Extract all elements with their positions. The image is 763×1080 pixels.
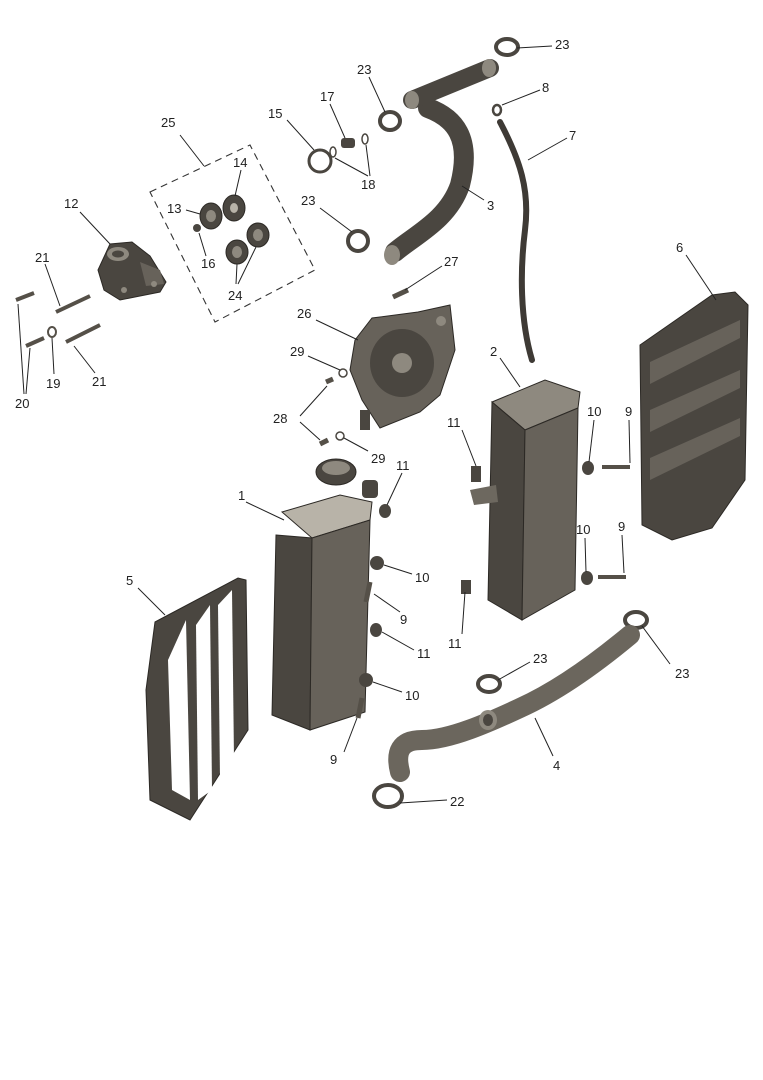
lower-hose-clamp-part xyxy=(372,783,404,809)
callout-4: 4 xyxy=(553,758,560,773)
callout-13: 13 xyxy=(167,201,181,216)
impeller-part xyxy=(199,202,223,230)
impeller-shaft-part xyxy=(222,194,246,222)
callout-17: 17 xyxy=(320,89,334,104)
callout-22: 22 xyxy=(450,794,464,809)
right-radiator-fasteners-part xyxy=(461,461,630,594)
callout-23-top-right: 23 xyxy=(555,37,569,52)
hose-fitting-part xyxy=(329,133,369,158)
leader-lines xyxy=(17,45,717,804)
callout-8: 8 xyxy=(542,80,549,95)
left-radiator-fasteners-part xyxy=(355,504,391,719)
callout-10-left-mid: 10 xyxy=(415,570,429,585)
left-radiator-louver-part xyxy=(145,577,249,821)
callout-23-right: 23 xyxy=(675,666,689,681)
callout-11-right-top: 11 xyxy=(447,415,461,430)
callout-2: 2 xyxy=(490,344,497,359)
lower-radiator-hose-part xyxy=(388,625,640,782)
water-pump-kit-group-outline xyxy=(149,144,316,323)
callout-12: 12 xyxy=(64,196,78,211)
callout-5: 5 xyxy=(126,573,133,588)
callout-7: 7 xyxy=(569,128,576,143)
callout-3: 3 xyxy=(487,198,494,213)
callout-23-mid: 23 xyxy=(301,193,315,208)
callout-9-right-bottom: 9 xyxy=(618,519,625,534)
left-radiator-part xyxy=(271,458,378,731)
callout-14: 14 xyxy=(233,155,247,170)
callout-28: 28 xyxy=(273,411,287,426)
callout-1: 1 xyxy=(238,488,245,503)
right-radiator-louver-part xyxy=(639,291,749,541)
callout-29-top: 29 xyxy=(290,344,304,359)
callout-21-bottom: 21 xyxy=(92,374,106,389)
callout-23-top-left: 23 xyxy=(357,62,371,77)
callout-9-left-bottom: 9 xyxy=(330,752,337,767)
thermostat-fasteners-part xyxy=(318,368,348,447)
callout-9-left-mid: 9 xyxy=(400,612,407,627)
callout-25: 25 xyxy=(161,115,175,130)
callout-11-right-bottom: 11 xyxy=(448,636,462,651)
callout-11-left-top: 11 xyxy=(396,458,410,473)
callout-labels: 1 2 3 4 5 6 7 8 9 9 9 9 10 10 10 10 11 1… xyxy=(15,37,689,809)
callout-16: 16 xyxy=(201,256,215,271)
callout-10-left-bottom: 10 xyxy=(405,688,419,703)
thermostat-housing-part xyxy=(349,304,456,430)
callout-20: 20 xyxy=(15,396,29,411)
right-radiator-part xyxy=(470,379,581,621)
pump-cover-bolts-part xyxy=(15,291,101,348)
callout-24: 24 xyxy=(228,288,242,303)
callout-18: 18 xyxy=(361,177,375,192)
pump-pin-part xyxy=(193,224,201,232)
callout-15: 15 xyxy=(268,106,282,121)
shaft-seal-pair-part xyxy=(225,222,270,265)
callout-26: 26 xyxy=(297,306,311,321)
callout-21-top: 21 xyxy=(35,250,49,265)
overflow-hose-part xyxy=(491,103,535,363)
callout-11-left-bottom: 11 xyxy=(417,646,431,661)
callout-29-bottom: 29 xyxy=(371,451,385,466)
callout-9-right-top: 9 xyxy=(625,404,632,419)
callout-10-right-bottom: 10 xyxy=(576,522,590,537)
callout-10-right-top: 10 xyxy=(587,404,601,419)
callout-23-lower: 23 xyxy=(533,651,547,666)
callout-19: 19 xyxy=(46,376,60,391)
water-pump-cover-part xyxy=(97,241,167,301)
thermostat-bolt-part xyxy=(391,287,410,300)
o-ring-part xyxy=(307,148,333,174)
upper-radiator-hose-part xyxy=(384,59,499,265)
callout-6: 6 xyxy=(676,240,683,255)
callout-27: 27 xyxy=(444,254,458,269)
